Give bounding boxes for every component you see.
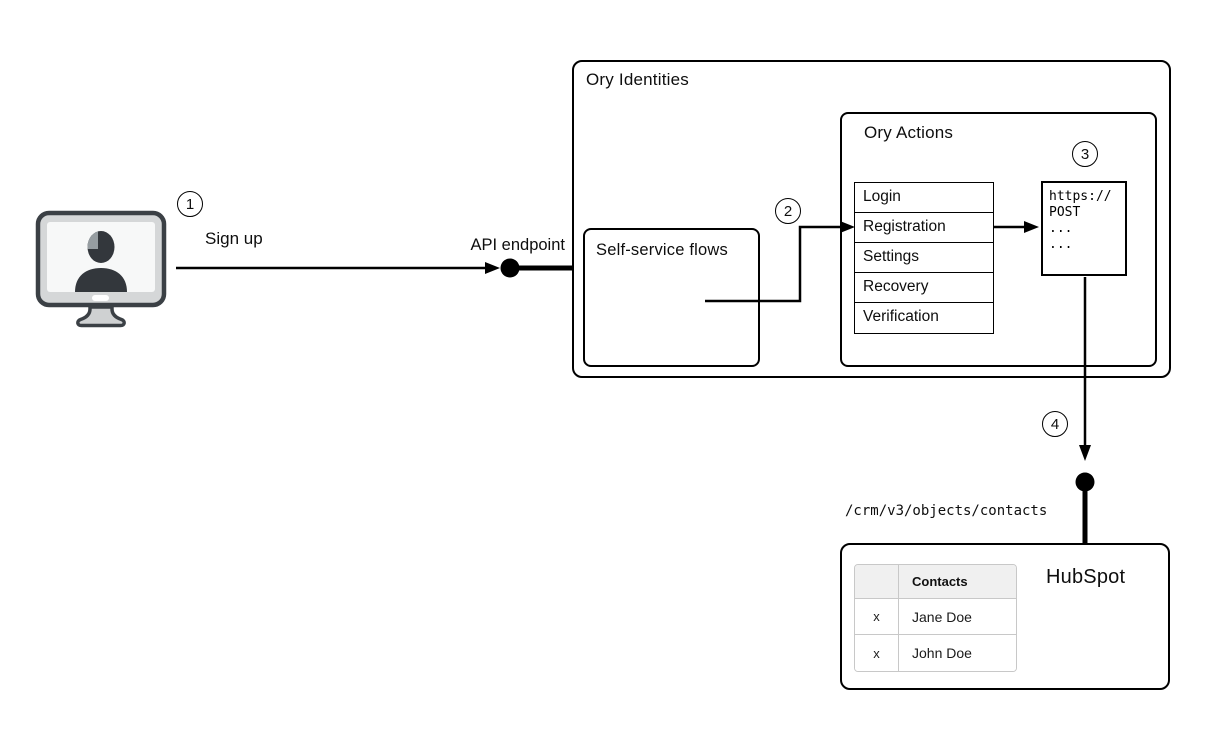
step-number: 1 bbox=[185, 195, 195, 213]
hubspot-endpoint-path: /crm/v3/objects/contacts bbox=[845, 503, 1048, 519]
contact-name: Jane Doe bbox=[912, 608, 972, 625]
step-badge-3: 3 bbox=[1072, 141, 1098, 167]
code-line: ... bbox=[1049, 237, 1073, 252]
head-highlight bbox=[87, 231, 98, 249]
hubspot-endpoint-dot bbox=[1075, 472, 1095, 492]
monitor-power-pill bbox=[92, 295, 109, 301]
self-service-flows-title: Self-service flows bbox=[596, 241, 728, 259]
step-badge-1: 1 bbox=[177, 191, 203, 217]
flow-item-login: Login bbox=[855, 183, 993, 213]
code-line: https:// bbox=[1049, 189, 1112, 204]
flow-list: Login Registration Settings Recovery Ver… bbox=[854, 182, 994, 334]
step-badge-2: 2 bbox=[775, 198, 801, 224]
webhook-to-hubspot-arrowhead bbox=[1079, 445, 1091, 461]
contacts-table-row: x John Doe bbox=[855, 635, 1016, 671]
ory-identities-title: Ory Identities bbox=[586, 70, 689, 89]
signup-arrowhead bbox=[485, 262, 500, 274]
step-number: 2 bbox=[783, 202, 793, 220]
code-line: POST bbox=[1049, 205, 1081, 220]
step-badge-4: 4 bbox=[1042, 411, 1068, 437]
contact-name: John Doe bbox=[912, 645, 972, 661]
user-silhouette-shoulders bbox=[75, 268, 127, 292]
contacts-table-header-row: Contacts bbox=[855, 565, 1016, 599]
contact-mark: x bbox=[855, 599, 899, 634]
sign-up-label: Sign up bbox=[205, 229, 263, 248]
contacts-table-header-label: Contacts bbox=[912, 574, 968, 589]
flow-item-registration: Registration bbox=[855, 213, 993, 243]
contacts-table: Contacts x Jane Doe x John Doe bbox=[854, 564, 1017, 672]
contact-mark: x bbox=[855, 635, 899, 671]
contacts-table-row: x Jane Doe bbox=[855, 599, 1016, 635]
hubspot-title: HubSpot bbox=[1046, 566, 1126, 588]
monitor-user-icon bbox=[35, 210, 167, 328]
api-endpoint-dot bbox=[500, 258, 520, 278]
contacts-table-header-mark-cell bbox=[855, 565, 899, 598]
flow-item-verification: Verification bbox=[855, 303, 993, 333]
monitor-stand bbox=[76, 305, 126, 328]
step-number: 4 bbox=[1050, 415, 1060, 433]
api-endpoint-label: API endpoint bbox=[470, 236, 566, 254]
code-line: ... bbox=[1049, 221, 1073, 236]
webhook-code-box: https:// POST ... ... bbox=[1041, 181, 1127, 276]
ory-actions-title: Ory Actions bbox=[864, 123, 954, 142]
step-number: 3 bbox=[1080, 145, 1090, 163]
flow-item-recovery: Recovery bbox=[855, 273, 993, 303]
flow-item-settings: Settings bbox=[855, 243, 993, 273]
